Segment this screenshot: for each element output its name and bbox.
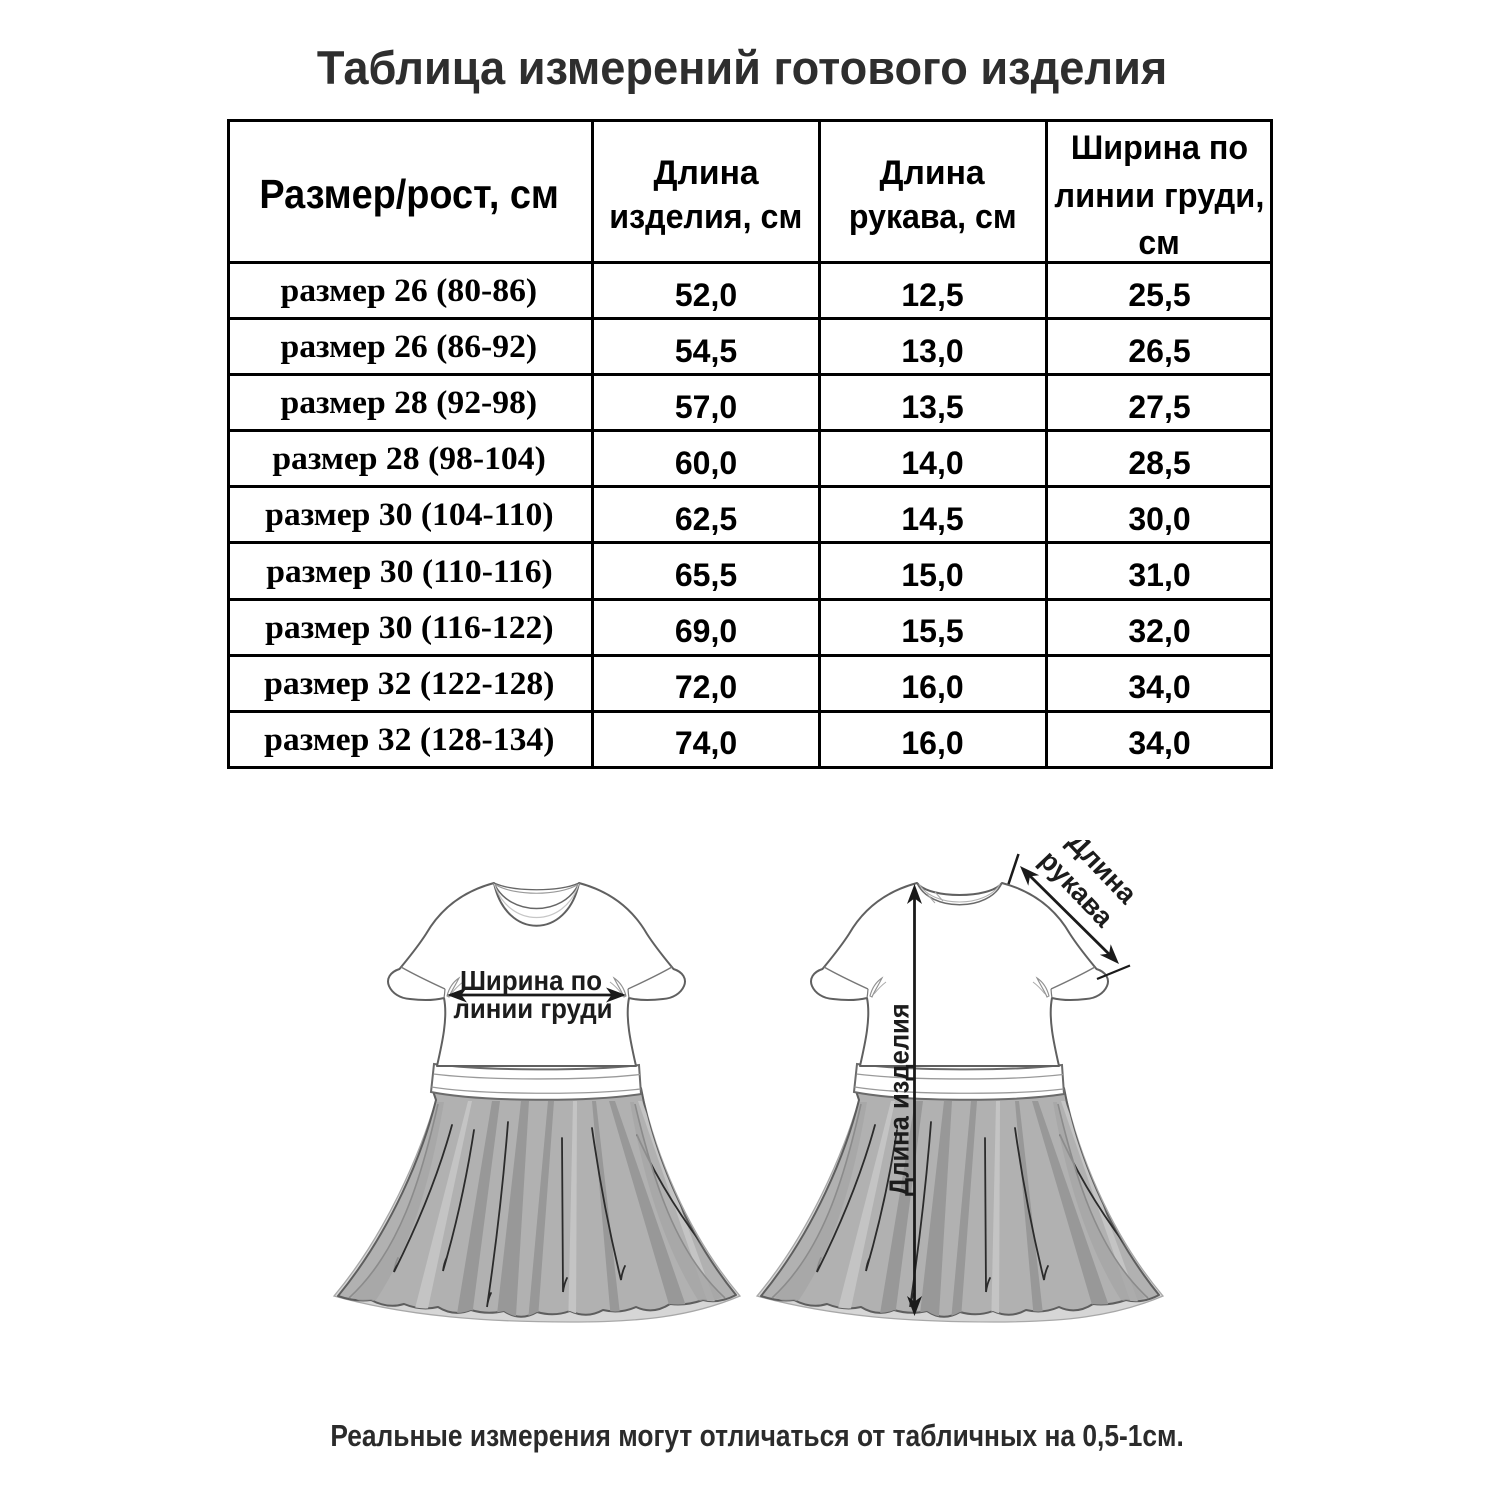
- svg-text:линии груди: линии груди: [453, 993, 612, 1024]
- svg-text:Длина изделия: Длина изделия: [884, 1003, 915, 1196]
- svg-text:Ширина по: Ширина по: [460, 965, 602, 996]
